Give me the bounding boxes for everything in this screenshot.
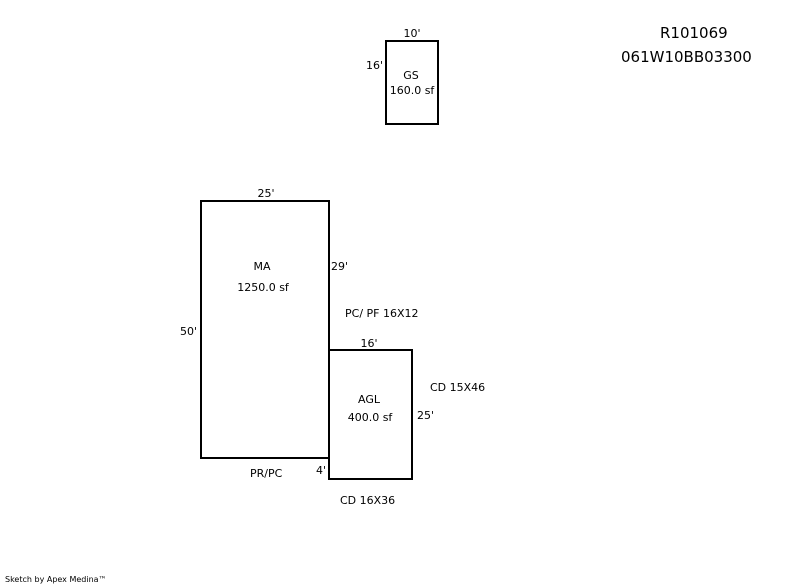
pr-pc-annotation: PR/PC (250, 467, 283, 480)
agl-code-label: AGL (358, 393, 380, 406)
agl-right-dimension: 25' (417, 409, 435, 422)
agl-top-dimension: 16' (360, 337, 378, 350)
ma-area-label: 1250.0 sf (237, 281, 289, 294)
gs-left-dimension: 16' (366, 59, 384, 72)
agl-outline (328, 349, 413, 480)
gs-top-dimension: 10' (403, 27, 421, 40)
ma-left-dimension: 50' (180, 325, 198, 338)
gs-outline (385, 40, 439, 125)
gs-area-label: 160.0 sf (389, 84, 435, 97)
ma-right-dimension: 29' (331, 260, 349, 273)
ma-code-label: MA (253, 260, 271, 273)
ma-top-dimension: 25' (257, 187, 275, 200)
parcel-id: R101069 (660, 24, 728, 42)
gs-code-label: GS (403, 69, 419, 82)
cd-right-annotation: CD 15X46 (430, 381, 486, 394)
sketch-credit: Sketch by Apex Medina™ (5, 575, 107, 584)
agl-left-bottom-dimension: 4' (316, 464, 327, 477)
ma-outline (200, 200, 330, 459)
cd-bottom-annotation: CD 16X36 (340, 494, 396, 507)
agl-area-label: 400.0 sf (347, 411, 393, 424)
pc-pf-annotation: PC/ PF 16X12 (345, 307, 419, 320)
map-number: 061W10BB03300 (621, 48, 752, 66)
